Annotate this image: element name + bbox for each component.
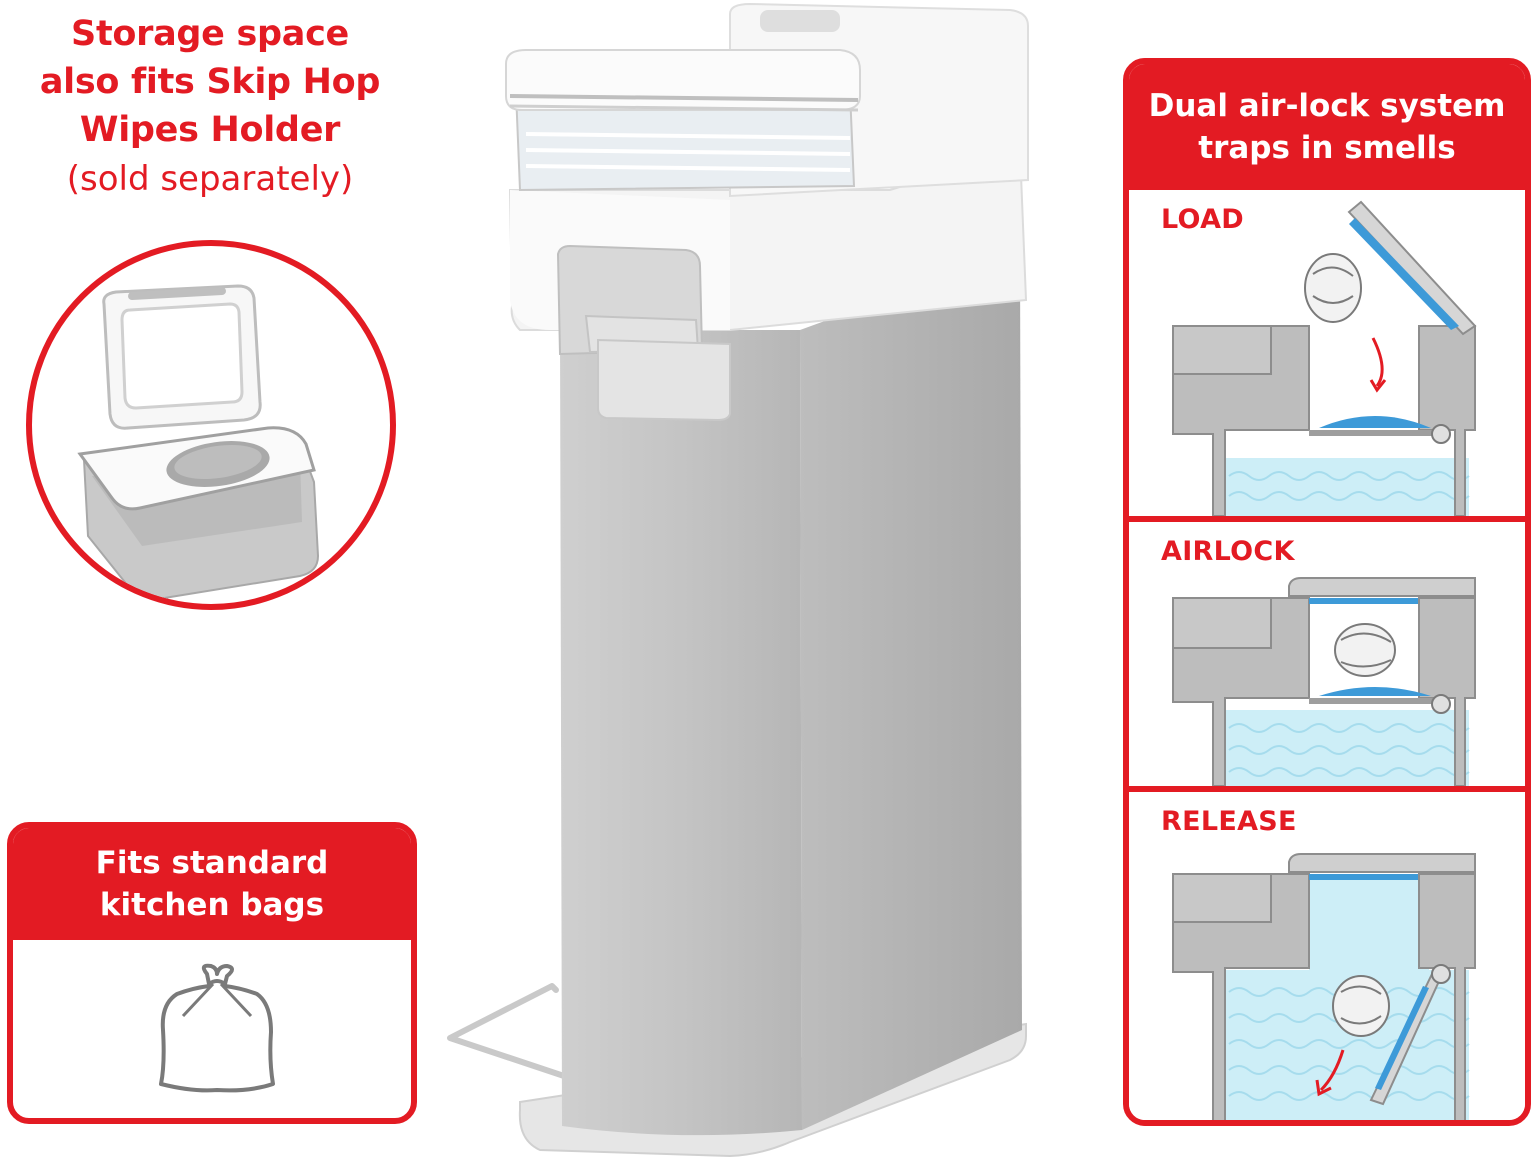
step-airlock-diagram [1172,577,1476,787]
step-release-label: RELEASE [1161,806,1297,837]
step-airlock-label: AIRLOCK [1161,536,1295,567]
trash-bag-icon [153,960,283,1098]
storage-caption: Storage space also fits Skip Hop Wipes H… [10,10,410,204]
step-load-diagram [1172,200,1477,517]
kitchen-bags-line-1: Fits standard [95,845,329,881]
kitchen-bags-header: Fits standard kitchen bags [13,828,411,940]
step-load: LOAD [1129,190,1525,517]
kitchen-bags-card: Fits standard kitchen bags [7,822,417,1124]
kitchen-bags-line-2: kitchen bags [99,887,325,923]
airlock-line-1: Dual air-lock system [1148,88,1506,124]
caption-line-3: Wipes Holder [79,110,341,150]
wipes-holder-illustration [77,284,320,602]
caption-line-1: Storage space [71,14,349,54]
caption-line-4: (sold separately) [66,159,354,199]
wipes-holder-inset [26,240,396,610]
airlock-header: Dual air-lock system traps in smells [1129,64,1525,190]
step-release-diagram [1172,853,1476,1120]
step-airlock: AIRLOCK [1129,522,1525,787]
step-load-label: LOAD [1161,204,1244,235]
airlock-line-2: traps in smells [1198,130,1456,166]
diaper-pail-illustration [430,0,1070,1165]
airlock-card: Dual air-lock system traps in smells LOA… [1123,58,1531,1126]
divider [1129,786,1525,792]
divider [1129,516,1525,522]
step-release: RELEASE [1129,792,1525,1120]
caption-line-2: also fits Skip Hop [39,62,381,102]
